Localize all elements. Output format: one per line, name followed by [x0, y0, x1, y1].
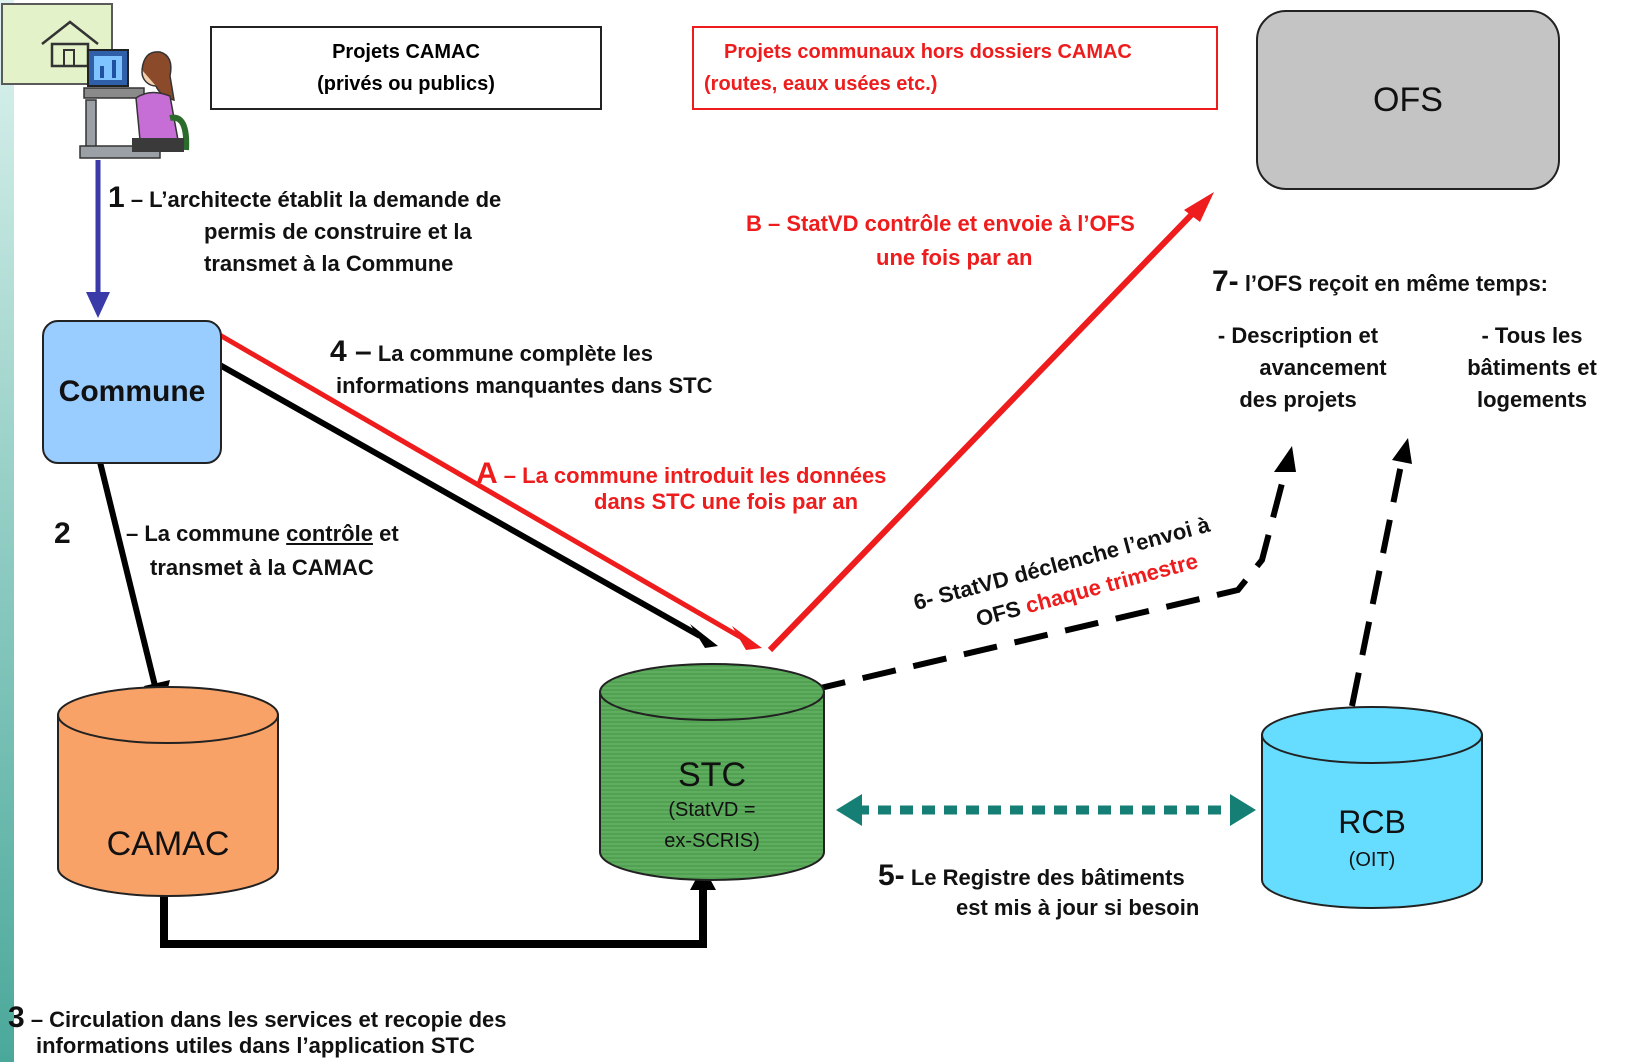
rcb-labels: RCB (OIT) [1312, 804, 1432, 872]
ofs-label: OFS [1373, 80, 1443, 119]
camac-projects-line2: (privés ou publics) [317, 73, 495, 95]
step7-b3: logements [1476, 386, 1588, 412]
arrow-step4-head [690, 624, 718, 648]
stepA-line2: dans STC une fois par an [594, 489, 859, 514]
arrow-step1-head [86, 292, 110, 318]
step7-line1: l’OFS reçoit en même temps: [1244, 271, 1549, 296]
commune-box: Commune [42, 320, 222, 464]
step2-line1a: – La commune [126, 521, 281, 546]
step2-line1c: et [379, 521, 399, 546]
stc-sub2: ex-SCRIS) [664, 830, 760, 852]
communal-projects-line1: Projets communaux hors dossiers CAMAC [724, 41, 1132, 63]
stepB-line2: une fois par an [876, 245, 1033, 270]
camac-projects-line1: Projets CAMAC [332, 41, 480, 63]
stepB-line1: B – StatVD contrôle et envoie à l’OFS [746, 211, 1135, 236]
ofs-box: OFS [1256, 10, 1560, 190]
step7-list-b: - Tous les bâtiments et logements [1442, 320, 1622, 416]
arrow-stepB [767, 207, 1199, 653]
step2-number: 2 [54, 517, 71, 550]
step4-line1: La commune complète les [377, 341, 653, 366]
step7-b1: - Tous les [1481, 323, 1583, 348]
rcb-title: RCB [1338, 804, 1406, 840]
step5-line2: est mis à jour si besoin [956, 895, 1200, 920]
arrow-stepA-head [732, 626, 762, 650]
commune-label: Commune [58, 375, 206, 409]
step1-text: 1 – L’architecte établit la demande de [108, 176, 501, 220]
step5-text: 5- Le Registre des bâtiments [878, 854, 1185, 898]
step1-line3: transmet à la Commune [204, 251, 454, 276]
rcb-database [1261, 706, 1483, 909]
camac-database [57, 686, 279, 897]
step7-b2: bâtiments et [1467, 354, 1597, 380]
rcb-sub: (OIT) [1348, 849, 1396, 871]
stc-labels: STC (StatVD = ex-SCRIS) [640, 756, 784, 853]
decorative-side-strip [0, 0, 14, 1062]
step4-text: 4 – La commune complète les [330, 330, 653, 374]
stepA-text: A – La commune introduit les données [476, 452, 886, 496]
arrow-step4 [216, 361, 702, 639]
camac-projects-box: Projets CAMAC (privés ou publics) [210, 26, 602, 110]
step3-number: 3 [8, 1001, 25, 1034]
step7-number: 7- [1212, 265, 1239, 298]
arrow-rcb-up-head [1392, 438, 1412, 464]
communal-projects-line2: (routes, eaux usées etc.) [704, 73, 938, 95]
arrow-stepB-head [1184, 192, 1214, 222]
step2-control: contrôle [286, 521, 373, 546]
step3-text: 3 – Circulation dans les services et rec… [8, 996, 506, 1040]
step2-line2: transmet à la CAMAC [150, 555, 374, 580]
step2-line1: – La commune contrôle et [126, 518, 399, 550]
communal-projects-box: Projets communaux hors dossiers CAMAC (r… [692, 26, 1218, 110]
arrow-step6 [811, 467, 1289, 693]
arrow-step3 [160, 886, 707, 948]
arrow-rcb-up [1349, 459, 1405, 707]
step5-line1: Le Registre des bâtiments [910, 865, 1185, 890]
arrow-step2 [97, 461, 159, 691]
step1-number: 1 [108, 181, 125, 214]
stepA-line1: – La commune introduit les données [503, 463, 887, 488]
arrow-step6-head [1274, 446, 1296, 472]
stc-database [599, 663, 825, 881]
step4-line2: informations manquantes dans STC [336, 373, 713, 398]
step1-line2: permis de construire et la [204, 219, 472, 244]
step7-a1: - Description et [1217, 323, 1379, 348]
step7-list-a: - Description et avancement des projets [1188, 320, 1408, 416]
stc-sub1: (StatVD = [668, 799, 756, 821]
step7-text: 7- l’OFS reçoit en même temps: [1212, 260, 1548, 304]
arrow-step5-head-left [836, 794, 862, 826]
architect-at-computer-icon [1, 3, 190, 159]
stepA-number: A [476, 457, 498, 490]
stc-title: STC [678, 756, 746, 794]
step4-number: 4 – [330, 335, 372, 368]
step3-line2: informations utiles dans l’application S… [36, 1033, 475, 1058]
step5-number: 5- [878, 859, 905, 892]
step7-a3: des projets [1239, 386, 1357, 412]
step1-line1: – L’architecte établit la demande de [130, 187, 502, 212]
camac-label: CAMAC [106, 825, 230, 863]
step3-line1: – Circulation dans les services et recop… [30, 1007, 507, 1032]
step7-a2: avancement [1259, 354, 1387, 380]
arrow-stepA [216, 331, 744, 641]
arrow-step5-head-right [1230, 794, 1256, 826]
